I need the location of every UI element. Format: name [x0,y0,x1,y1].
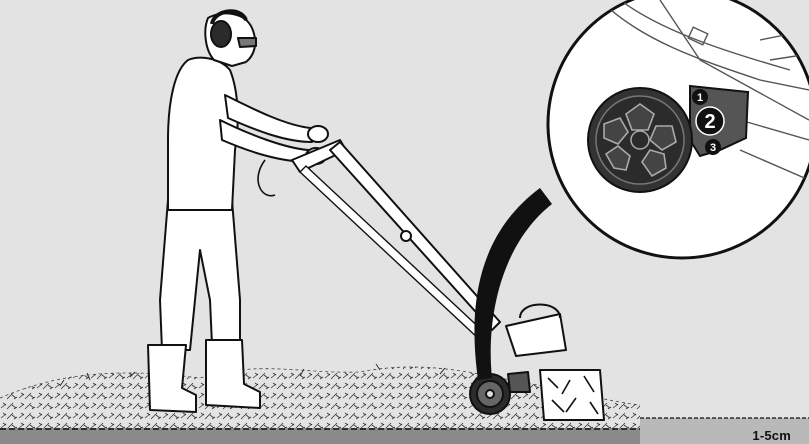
step-marker-3: 3 [705,139,721,155]
depth-wheel [470,374,510,414]
step-marker-2: 2 [696,107,724,135]
step-marker-1: 1 [692,89,708,105]
ear-defender-icon [211,21,231,47]
wheel-detail-icon [588,88,692,192]
svg-text:2: 2 [704,111,715,133]
svg-text:3: 3 [710,142,716,154]
detail-callout: 1 2 3 [548,0,809,258]
svg-text:1: 1 [697,92,703,104]
tiller-tines [540,370,604,420]
depth-label: 1-5cm [752,428,791,443]
operator-figure [148,11,328,412]
